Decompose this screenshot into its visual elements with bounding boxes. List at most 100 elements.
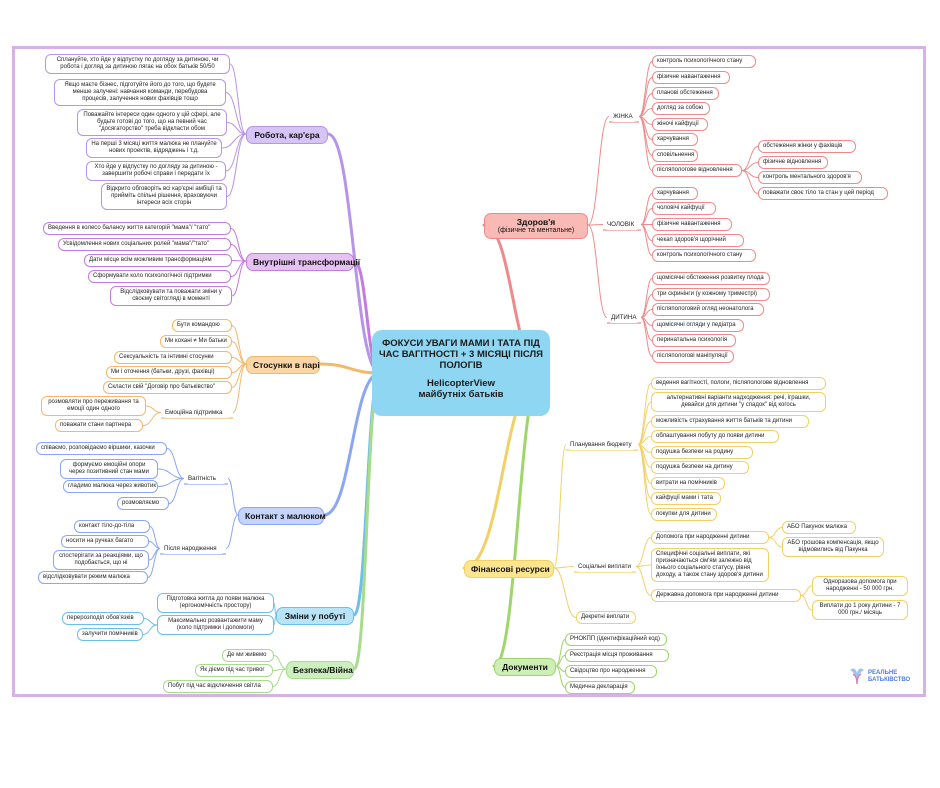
child-item[interactable]: щомісячні огляди у педіатра (652, 319, 744, 332)
branch-safety-war[interactable]: Безпека/Війна (286, 661, 354, 679)
inner-item[interactable]: Дати місце всім можливим трансформаціям (84, 254, 232, 267)
birth-option[interactable]: АБО Пакунок малюка (782, 521, 856, 534)
health-subtitle: (фізичне та ментальне) (497, 227, 575, 234)
woman-item[interactable]: планові обстеження (652, 87, 719, 100)
bird-logo-icon (850, 668, 864, 685)
logo-text: РЕАЛЬНЕ БАТЬКІВСТВО (868, 670, 911, 683)
life-item[interactable]: Максимально розвантажити маму (коло підт… (157, 615, 274, 635)
contact-after-birth[interactable]: Після народження (160, 543, 226, 554)
work-item[interactable]: На перші 3 місяці життя малюка не плануй… (86, 138, 222, 158)
inner-item[interactable]: Введення в колесо балансу життя категорі… (43, 222, 231, 235)
woman-item[interactable]: фізичне навантаження (652, 71, 730, 84)
health-woman[interactable]: ЖІНКА (609, 111, 639, 122)
work-item[interactable]: Якщо маєте бізнес, підготуйте його до то… (54, 79, 226, 106)
social-birth-help[interactable]: Допомога при народженні дитини (651, 531, 769, 544)
contact-pregnancy[interactable]: Вагітність (184, 473, 228, 484)
pregnancy-item[interactable]: формуємо емоційні опори через позитивний… (60, 459, 158, 479)
central-title: ФОКУСИ УВАГИ МАМИ І ТАТА ПІД ЧАС ВАГІТНО… (379, 338, 543, 371)
woman-item[interactable]: жіночі кайфуції (652, 118, 708, 131)
couple-item[interactable]: Ми кохані ≠ Ми батьки (160, 335, 232, 348)
child-item[interactable]: післяпологовий огляд неонатолога (652, 303, 764, 316)
after-birth-item[interactable]: контакт тіло-до-тіла (74, 520, 150, 533)
couple-item[interactable]: Ми і оточення (батьки, друзі, фахівці) (106, 366, 232, 379)
branch-financial-resources[interactable]: Фінансові ресурси (464, 560, 554, 578)
woman-item[interactable]: контроль психологічного стану (652, 55, 756, 68)
woman-item[interactable]: догляд за собою (652, 102, 710, 115)
birth-option[interactable]: АБО грошова компенсація, якщо відмовилис… (782, 537, 884, 557)
state-item[interactable]: Одноразова допомога при народженні - 50 … (812, 576, 908, 596)
health-man[interactable]: ЧОЛОВІК (603, 219, 641, 230)
budget-item[interactable]: подушка безпеки на родину (651, 446, 753, 459)
document-item[interactable]: Медична декларація (565, 681, 635, 694)
life-item[interactable]: Підготовка житла до появи малюка (ергоно… (157, 593, 274, 613)
health-title: Здоров'я (516, 217, 556, 227)
child-item[interactable]: три скринінги (у кожному триместрі) (652, 288, 770, 301)
branch-work-career[interactable]: Робота, кар'єра (246, 126, 328, 144)
man-item[interactable]: чоловічі кайфуції (652, 202, 716, 215)
life-subitem[interactable]: перерозподіл обов'язків (62, 612, 144, 625)
child-item[interactable]: перинатальна психологія (652, 334, 736, 347)
branch-health[interactable]: Здоров'я (фізичне та ментальне) (484, 213, 588, 239)
couple-emotional-support[interactable]: Емоційна підтримка (161, 407, 233, 418)
work-item[interactable]: Сплануйте, хто йде у відпустку по догляд… (45, 54, 230, 74)
man-item[interactable]: чекап здоров'я щорічний (652, 234, 744, 247)
budget-item[interactable]: облаштування побуту до появи дитини (651, 430, 779, 443)
state-item[interactable]: Виплати до 1 року дитини - 7 000 грн./ м… (812, 600, 908, 620)
budget-item[interactable]: ведення вагітності, пологи, післяпологов… (651, 377, 826, 390)
finance-budget[interactable]: Планування бюджету (566, 439, 638, 450)
after-birth-item[interactable]: відслідковувати режим малюка (38, 571, 148, 584)
branch-couple-relations[interactable]: Стосунки в парі (246, 356, 320, 374)
budget-item[interactable]: можливість страхування життя батьків та … (651, 415, 809, 428)
recovery-item[interactable]: контроль ментального здоров'я (758, 171, 862, 184)
pregnancy-item[interactable]: гладимо малюка через животик (63, 480, 158, 493)
branch-life-changes[interactable]: Зміни у побуті (276, 607, 354, 625)
branch-documents[interactable]: Документи (494, 658, 556, 676)
pregnancy-item[interactable]: співаємо, розповідаємо віршики, казочки (36, 442, 167, 455)
safety-item[interactable]: Побут під час відключення світла (163, 680, 273, 693)
woman-item[interactable]: харчування (652, 133, 698, 146)
health-child[interactable]: ДИТИНА (607, 312, 641, 323)
recovery-item[interactable]: фізичне відновлення (758, 156, 828, 169)
man-item[interactable]: контроль психологічного стану (652, 249, 756, 262)
emotional-item[interactable]: поважати стани партнера (55, 419, 143, 432)
social-state-help[interactable]: Державна допомога при народженні дитини (651, 589, 801, 602)
work-item[interactable]: Хто йде у відпустку по догляду за дитино… (86, 161, 226, 181)
document-item[interactable]: Реєстрація місця проживання (565, 649, 669, 662)
branch-contact-baby[interactable]: Контакт з малюком (238, 507, 326, 525)
pregnancy-item[interactable]: розмовляємо (117, 497, 169, 510)
life-subitem[interactable]: залучити помічників (77, 628, 143, 641)
social-specific[interactable]: Специфічні соціальні виплати, які призна… (651, 548, 769, 582)
man-item[interactable]: харчування (652, 187, 698, 200)
inner-item[interactable]: Усвідомлення нових соціальних ролей "мам… (58, 238, 231, 251)
budget-item[interactable]: витрати на помічників (651, 477, 725, 490)
recovery-item[interactable]: поважати своє тіло та стан у цей період (758, 187, 888, 200)
document-item[interactable]: Свідоцтво про народження (565, 665, 657, 678)
woman-item[interactable]: сповільнення (652, 149, 698, 162)
work-item[interactable]: Відкрито обговоріть всі кар'єрні амбіції… (101, 183, 227, 210)
budget-item[interactable]: подушка безпеки на дитину (651, 461, 749, 474)
work-item[interactable]: Поважайте інтереси один одного у цій сфе… (77, 109, 227, 136)
safety-item[interactable]: Як діємо під час тривог (195, 664, 273, 677)
emotional-item[interactable]: розмовляти про переживання та емоції оди… (41, 396, 146, 416)
budget-item[interactable]: альтернативні варіанти надходження: речі… (651, 392, 826, 412)
budget-item[interactable]: покупки для дитини (651, 508, 717, 521)
child-item[interactable]: щомісячні обстеження розвитку плода (652, 272, 770, 285)
couple-item[interactable]: Бути командою (172, 319, 232, 332)
woman-item[interactable]: післяпологове відновлення (652, 164, 742, 177)
after-birth-item[interactable]: спостерігати за реакціями, що подобаєтьс… (53, 550, 149, 570)
man-item[interactable]: фізичне навантаження (652, 218, 732, 231)
inner-item[interactable]: Сформувати коло психологічної підтримки (88, 270, 231, 283)
budget-item[interactable]: кайфуції мами і тата (651, 492, 721, 505)
after-birth-item[interactable]: носити на ручках багато (61, 535, 149, 548)
inner-item[interactable]: Відслідковувати та поважати зміни у своє… (110, 286, 232, 306)
couple-item[interactable]: Сексуальність та інтимні стосунки (114, 351, 232, 364)
safety-item[interactable]: Де ми живемо (222, 649, 274, 662)
finance-social-payments[interactable]: Соціальні виплати (574, 561, 636, 572)
recovery-item[interactable]: обстеження жінки у фахівців (758, 140, 856, 153)
finance-decree-payments[interactable]: Декретні виплати (576, 611, 636, 624)
couple-item[interactable]: Скласти свій "Договір про батьківство" (103, 381, 232, 394)
document-item[interactable]: РНОКПП (ідентифікаційний код) (565, 633, 667, 646)
child-item[interactable]: післяпологові маніпуляції (652, 350, 734, 363)
central-topic[interactable]: ФОКУСИ УВАГИ МАМИ І ТАТА ПІД ЧАС ВАГІТНО… (372, 330, 550, 416)
branch-inner-transformations[interactable]: Внутрішні трансформації (246, 253, 360, 271)
